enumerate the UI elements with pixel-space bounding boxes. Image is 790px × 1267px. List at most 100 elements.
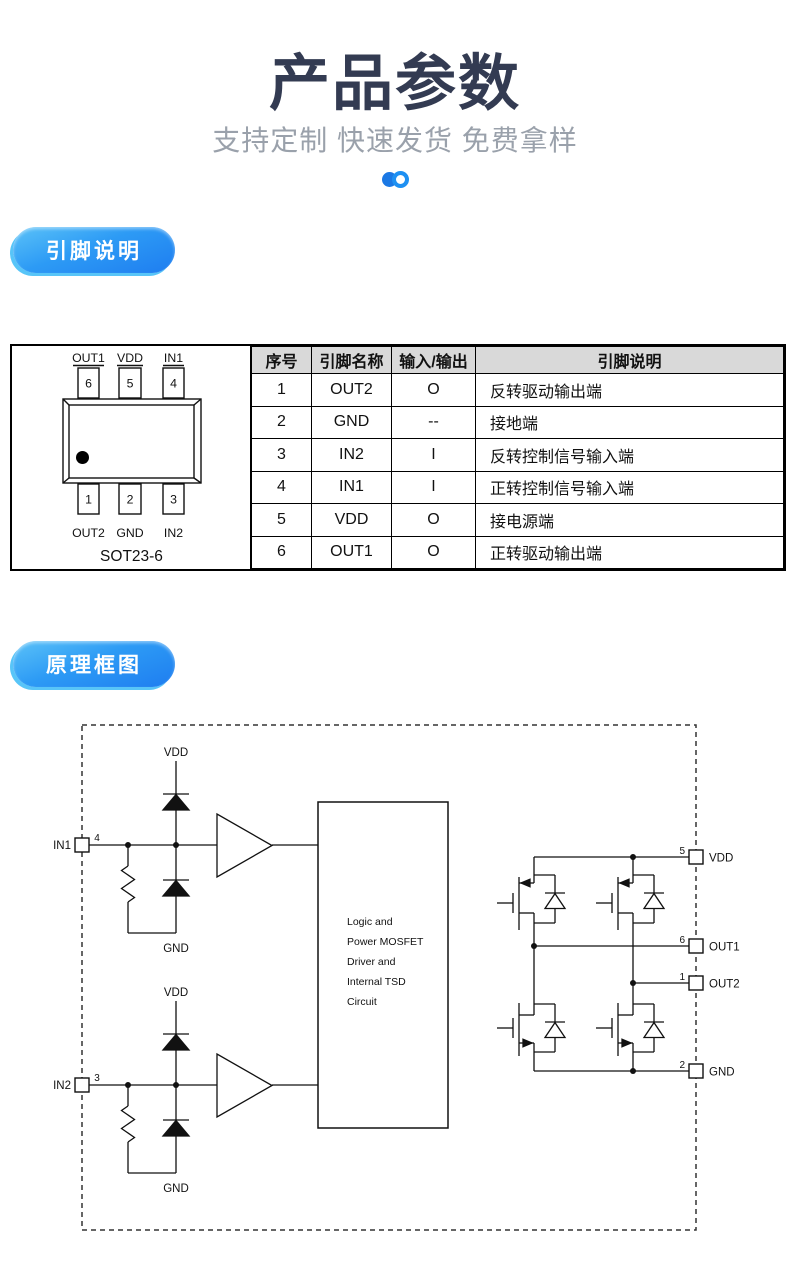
in2-pin-number: 3	[94, 1073, 100, 1084]
cell-name: IN2	[311, 438, 392, 472]
logic-block-text: Driver and	[347, 956, 396, 968]
header-cell-num: 序号	[251, 346, 312, 374]
logic-block-text: Power MOSFET	[347, 936, 424, 948]
pin-box-3	[162, 483, 185, 515]
pin1-indicator-dot	[76, 451, 89, 464]
cell-desc: 反转控制信号输入端	[475, 438, 784, 472]
cell-name: IN1	[311, 470, 392, 504]
esd-diode-upper	[161, 793, 191, 811]
table-row: 6 OUT1 O 正转驱动输出端	[251, 535, 784, 569]
pkg-pin-number: 1	[85, 493, 92, 507]
cell-name: OUT2	[311, 373, 392, 407]
body-diode	[543, 1021, 567, 1039]
buffer-triangle	[216, 1052, 274, 1119]
cell-io: I	[391, 470, 476, 504]
table-header-row: 序号 引脚名称 输入/输出 引脚说明	[251, 346, 784, 374]
out2-pin-label: OUT2	[709, 979, 740, 991]
cell-io: O	[391, 535, 476, 569]
cell-desc: 反转驱动输出端	[475, 373, 784, 407]
pkg-pin-label: OUT2	[72, 526, 105, 540]
junction-dots	[125, 842, 636, 1088]
in2-pin-box	[74, 1077, 90, 1093]
header-cell-name: 引脚名称	[311, 346, 392, 374]
cell-num: 5	[251, 503, 312, 537]
pin-box-4	[162, 367, 185, 399]
body-diode	[642, 892, 666, 910]
out2-pin-number: 1	[679, 972, 685, 983]
cell-desc: 接电源端	[475, 503, 784, 537]
page-subtitle: 支持定制 快速发货 免费拿样	[212, 125, 578, 156]
esd-diode-lower	[161, 1119, 191, 1137]
package-diagram: OUT1 VDD IN1 6 5 4 1 2 3 OUT2 GND IN2 SO…	[62, 351, 202, 565]
package-diagram-cell: OUT1 VDD IN1 6 5 4 1 2 3 OUT2 GND IN2 SO…	[12, 346, 251, 569]
block-diagram: IN1 4 VDD GND IN2 3 VDD GND Logic and Po…	[53, 724, 740, 1231]
pin-description-badge: 引脚说明	[13, 227, 175, 273]
pkg-pin-label: IN1	[164, 351, 183, 365]
vdd-label: VDD	[164, 987, 188, 999]
body-diode	[642, 1021, 666, 1039]
pkg-pin-number: 2	[127, 493, 134, 507]
mosfet-high-side-right	[596, 857, 666, 983]
input2-circuit	[89, 1001, 318, 1174]
input1-circuit	[89, 761, 318, 934]
vdd-pin-number: 5	[679, 846, 685, 857]
cell-io: --	[391, 405, 476, 439]
vdd-label: VDD	[164, 747, 188, 759]
pin-squares	[74, 837, 704, 1093]
h-bridge	[497, 856, 689, 1072]
pkg-pin-number: 3	[170, 493, 177, 507]
table-row: 1 OUT2 O 反转驱动输出端	[251, 373, 784, 407]
esd-diode-upper	[161, 1033, 191, 1051]
header-cell-io: 输入/输出	[391, 346, 476, 374]
gnd-label: GND	[163, 943, 189, 955]
package-outline-inner	[68, 404, 195, 479]
vdd-pin-box	[688, 849, 704, 865]
cell-name: OUT1	[311, 535, 392, 569]
pulldown-resistor	[120, 1105, 136, 1143]
cell-io: O	[391, 373, 476, 407]
dot-ring-icon	[391, 171, 409, 188]
pin-table: 序号 引脚名称 输入/输出 引脚说明 1 OUT2 O 反转驱动输出端 2 GN…	[251, 346, 784, 569]
in2-label: IN2	[53, 1080, 71, 1092]
pin-box-2	[118, 483, 142, 515]
pkg-pin-label: IN2	[164, 526, 183, 540]
mosfet-high-side-left	[497, 857, 567, 946]
cell-desc: 正转驱动输出端	[475, 535, 784, 569]
table-row: 5 VDD O 接电源端	[251, 503, 784, 537]
cell-desc: 正转控制信号输入端	[475, 470, 784, 504]
cell-name: VDD	[311, 503, 392, 537]
pkg-pin-number: 6	[85, 377, 92, 391]
header-cell-desc: 引脚说明	[475, 346, 784, 374]
buffer-triangle	[216, 812, 274, 879]
table-row: 3 IN2 I 反转控制信号输入端	[251, 438, 784, 472]
pkg-pin-label: GND	[116, 526, 143, 540]
cell-name: GND	[311, 405, 392, 439]
mosfet-low-side-right	[596, 983, 666, 1071]
table-row: 4 IN1 I 正转控制信号输入端	[251, 470, 784, 504]
pkg-pin-number: 5	[127, 377, 134, 391]
logic-block-text: Logic and	[347, 916, 393, 928]
gnd-label: GND	[163, 1183, 189, 1195]
pin-box-6	[77, 367, 100, 399]
pkg-pin-number: 4	[170, 377, 177, 391]
cell-num: 3	[251, 438, 312, 472]
cell-io: O	[391, 503, 476, 537]
package-name: SOT23-6	[100, 548, 163, 565]
vdd-pin-label: VDD	[709, 853, 733, 865]
cell-desc: 接地端	[475, 405, 784, 439]
table-row: 2 GND -- 接地端	[251, 405, 784, 439]
body-diode	[543, 892, 567, 910]
gnd-pin-box	[688, 1063, 704, 1079]
out1-pin-label: OUT1	[709, 942, 740, 954]
out1-pin-number: 6	[679, 935, 685, 946]
package-outline-outer	[62, 398, 202, 484]
pkg-pin-label: VDD	[117, 351, 143, 365]
logic-block	[317, 801, 449, 1129]
gnd-pin-number: 2	[679, 1060, 685, 1071]
page-title: 产品参数	[268, 49, 521, 117]
pkg-pin-label: OUT1	[72, 351, 105, 365]
out2-pin-box	[688, 975, 704, 991]
cell-num: 4	[251, 470, 312, 504]
in1-pin-box	[74, 837, 90, 853]
cell-num: 1	[251, 373, 312, 407]
